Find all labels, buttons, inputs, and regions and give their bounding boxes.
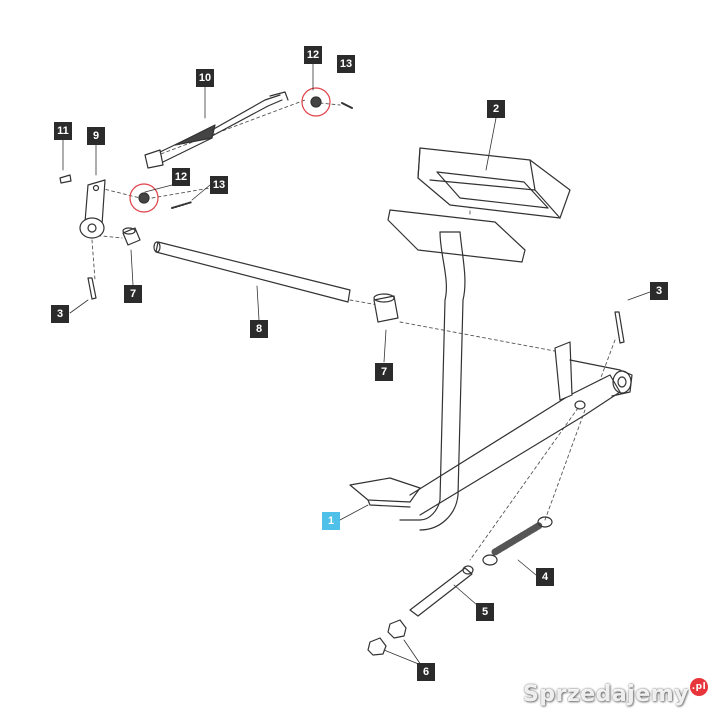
callout-part-7-left: 7 [124,285,142,303]
cotter-pin-part-13-middle [171,201,193,209]
nut-part-12-top [310,96,322,108]
pedal-plate [387,209,526,263]
callout-part-7-right: 7 [375,363,393,381]
callout-part-1: 1 [322,512,340,530]
callout-part-13-middle: 13 [210,176,228,194]
callout-part-3-right: 3 [650,282,668,300]
assembly-guide-lines [91,99,616,561]
rod-part-5 [409,565,474,617]
nut-part-12-middle [138,192,150,204]
brake-pedal-part-1 [349,231,633,531]
callout-part-2: 2 [487,100,505,118]
callout-part-3-left: 3 [51,305,69,323]
cable-part-10 [144,91,289,169]
callout-part-12-middle: 12 [172,168,190,186]
pedal-pad-part-2 [417,147,571,219]
callout-part-6: 6 [417,663,435,681]
shaft-part-8 [153,241,351,303]
nuts-part-6 [367,619,407,656]
cotter-pin-part-13-top [341,102,353,109]
watermark-badge: .pl [690,678,708,696]
return-spring-part-4 [482,516,553,566]
callout-part-8: 8 [250,320,268,338]
sprzedajemy-watermark: Sprzedajemy.pl [523,678,708,708]
pin-part-3-left [87,277,97,300]
callout-leaders [62,63,651,666]
highlight-circle-top [301,87,331,117]
callout-part-10: 10 [196,69,214,87]
bushing-part-7-left [122,227,141,246]
watermark-text: Sprzedajemy [523,682,689,707]
highlight-circle-middle [129,183,159,213]
callout-part-13-top: 13 [337,55,355,73]
callout-part-4: 4 [536,568,554,586]
callout-part-12-top: 12 [304,46,322,64]
callout-part-5: 5 [476,603,494,621]
callout-part-9: 9 [87,127,105,145]
callout-part-11: 11 [54,122,72,140]
bolt-part-11 [59,174,72,184]
bushing-part-7-right [373,293,399,323]
lever-part-9 [79,179,106,239]
pin-part-3-right [614,311,625,344]
